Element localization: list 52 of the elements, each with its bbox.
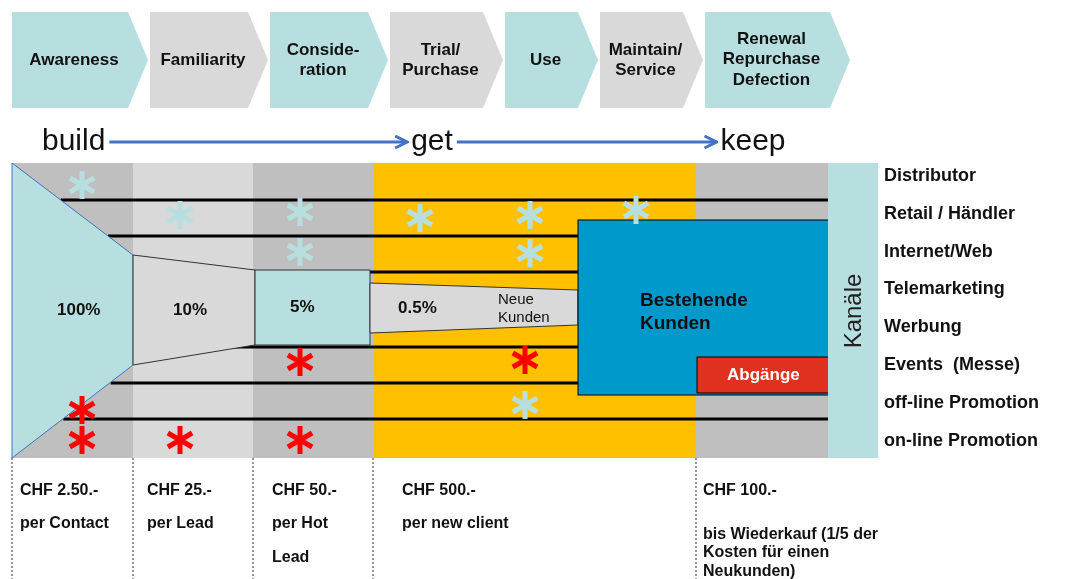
cost-note: per Hot Lead: [272, 513, 329, 567]
stage-word: keep: [720, 122, 786, 158]
stage-banner: [390, 12, 503, 108]
node-label: 100%: [57, 299, 101, 321]
funnel-segment: [12, 163, 133, 458]
channel-name: on-line Promotion: [884, 429, 1038, 452]
churn-box: [697, 357, 830, 393]
cost-label: CHF 50.-: [272, 480, 337, 500]
stage-banner: [600, 12, 703, 108]
customer-box: [578, 220, 830, 395]
channel-name: Werbung: [884, 316, 962, 338]
cost-label: CHF 100.-: [703, 480, 777, 500]
channel-band: [828, 163, 878, 458]
node-label: Maintain/ Service: [607, 39, 684, 81]
cost-note: bis Wiederkauf (1/5 der Kosten für einen Neukunden): [703, 525, 880, 579]
node-label: Familiarity: [159, 49, 247, 71]
cost-note: per Contact: [20, 513, 109, 533]
node-label: Kanäle: [838, 273, 867, 348]
cost-note: per Lead: [147, 513, 214, 533]
node-label: Trial/ Purchase: [401, 39, 480, 81]
channel-name: off-line Promotion: [884, 392, 1039, 414]
arrow: [456, 134, 718, 150]
node-label: 10%: [173, 299, 208, 321]
node-label: 5%: [290, 296, 315, 318]
funnel-segment: [133, 255, 255, 365]
cost-label: CHF 2.50.-: [20, 480, 99, 500]
channel-name: Distributor: [884, 165, 976, 187]
channel-name: Telemarketing: [884, 278, 1005, 301]
stage-word: get: [411, 122, 453, 158]
cost-label: CHF 500.-: [402, 480, 476, 500]
funnel-segment: [255, 270, 370, 345]
stage-word: build: [42, 122, 106, 158]
node-label: Use: [528, 49, 563, 71]
node-label: Conside- ration: [285, 39, 361, 81]
arrow: [109, 134, 409, 150]
stage-banner: [12, 12, 148, 108]
segment-label: Neue Kunden: [498, 290, 551, 326]
node-label: Renewal Repurchase Defection: [721, 29, 822, 91]
node-label: Awareness: [28, 49, 120, 71]
node-label: Bestehende Kunden: [640, 289, 749, 335]
funnel-segment: [370, 283, 578, 333]
stage-banner: [505, 12, 598, 108]
node-label: Abgänge: [727, 364, 800, 386]
channel-name: Events (Messe): [884, 354, 1021, 376]
channel-name: Internet/Web: [884, 240, 993, 263]
cost-label: CHF 25.-: [147, 480, 212, 500]
stage-banner: [150, 12, 268, 108]
stage-banner: [270, 12, 388, 108]
cost-note: per new client: [402, 513, 509, 533]
stage-banner: [705, 12, 850, 108]
channel-name: Retail / Händler: [884, 203, 1016, 225]
node-label: 0.5%: [398, 297, 437, 319]
